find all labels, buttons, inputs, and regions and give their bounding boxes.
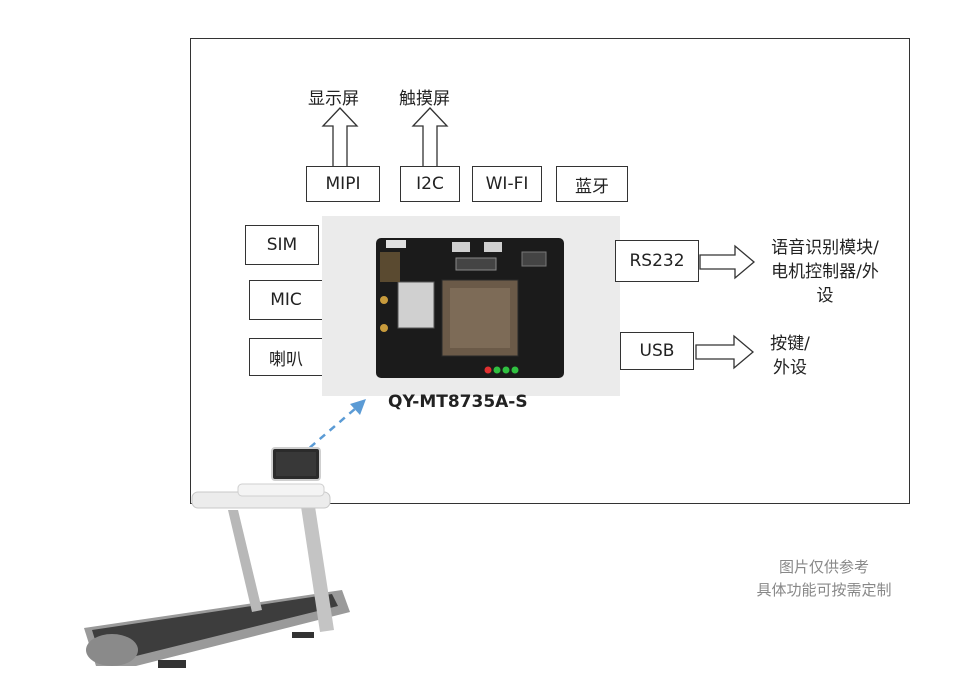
usb-right-arrow [695, 334, 755, 370]
usb-target-text: 按键/ 外设 [758, 332, 822, 380]
display-label: 显示屏 [308, 89, 359, 109]
board-chip [450, 288, 510, 348]
board-sim-slot [397, 281, 435, 329]
rs232-target-line-1: 语音识别模块/ [771, 238, 879, 258]
treadmill-belt [92, 594, 338, 656]
i2c-up-arrow [411, 107, 449, 166]
board-led-green-2 [502, 366, 510, 374]
treadmill-screen-display [276, 452, 316, 476]
rs232-target-line-2: 电机控制器/外 [771, 262, 879, 282]
rs232-right-arrow [699, 244, 756, 280]
rs232-target-text: 语音识别模块/ 电机控制器/外 设 [758, 236, 892, 308]
board-model-label: QY-MT8735A-S [388, 392, 528, 412]
board-header [386, 240, 406, 248]
board-antenna-1 [380, 296, 388, 304]
board-connector-1 [452, 242, 470, 252]
board-connector-4 [521, 251, 547, 267]
mipi-up-arrow [321, 107, 359, 166]
board-battery [380, 252, 400, 282]
treadmill-front-roller [86, 634, 138, 666]
usb-target-line-1: 按键/ [770, 334, 810, 354]
mipi-box: MIPI [306, 166, 380, 202]
rs232-target-line-3: 设 [816, 286, 834, 306]
board-led-green-3 [511, 366, 519, 374]
note-line-2: 具体功能可按需定制 [756, 581, 892, 599]
board-connector-2 [484, 242, 502, 252]
diagram-frame [190, 38, 910, 504]
treadmill-rear-foot [292, 632, 314, 638]
i2c-box: I2C [400, 166, 460, 202]
treadmill-foot [158, 660, 186, 668]
note-line-1: 图片仅供参考 [778, 558, 869, 576]
treadmill-right-upright [300, 500, 334, 632]
bluetooth-box: 蓝牙 [556, 166, 628, 202]
board-connector-3 [455, 257, 497, 271]
rs232-box: RS232 [615, 240, 699, 282]
reference-note: 图片仅供参考 具体功能可按需定制 [742, 556, 906, 602]
mic-box: MIC [249, 280, 323, 320]
speaker-box: 喇叭 [249, 338, 323, 376]
wifi-box: WI-FI [472, 166, 542, 202]
treadmill-console [237, 483, 325, 497]
board-led-green-1 [493, 366, 501, 374]
usb-box: USB [620, 332, 694, 370]
dashed-link-arrowhead [350, 399, 366, 415]
sim-box: SIM [245, 225, 319, 265]
touchscreen-label: 触摸屏 [399, 89, 450, 109]
board-antenna-2 [380, 324, 388, 332]
board-led-red [484, 366, 492, 374]
usb-target-line-2: 外设 [773, 358, 807, 378]
treadmill-left-upright [228, 510, 262, 612]
